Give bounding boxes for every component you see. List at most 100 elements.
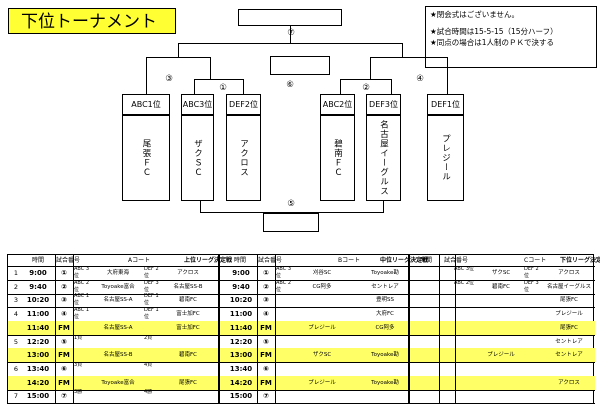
table-row: 尾張FC — [410, 320, 595, 336]
cell-pair2 — [524, 307, 542, 321]
cell-pair: 3勝 — [74, 389, 83, 396]
cell-t2: プレジール — [555, 311, 583, 318]
match-number: ⑦ — [287, 28, 295, 38]
cell-time: 11:00 — [229, 310, 253, 319]
cell-t2 — [362, 362, 408, 376]
cell-pair2 — [348, 307, 362, 321]
cell-time — [414, 389, 438, 403]
cell-pair2: DEF 1位 — [144, 293, 159, 307]
team-name: 碧南ＦＣ — [320, 115, 355, 201]
team-name: プレジール — [427, 115, 464, 201]
cell-t1: 刈谷SC — [312, 270, 332, 276]
cell-num: ④ — [61, 310, 67, 319]
cell-pair — [454, 348, 476, 362]
cell-t1 — [298, 389, 346, 403]
cell-t1 — [298, 335, 346, 349]
cell-pair2 — [524, 293, 542, 307]
cell-t1: プレジール — [308, 379, 336, 386]
cell-t2 — [362, 389, 408, 403]
bracket-line — [200, 201, 201, 213]
cell-t2: セントレア — [555, 338, 583, 345]
bracket-line — [194, 79, 244, 80]
cell-n: 3 — [13, 296, 19, 305]
note-line: ★閉会式はございません。 — [430, 10, 519, 19]
cell-n: 7 — [13, 392, 19, 401]
cell-pair — [276, 321, 296, 335]
cell-t1: Toyoake富合 — [101, 379, 135, 386]
header-cell: 時間 — [234, 257, 247, 264]
team-name: 尾張ＦＣ — [122, 115, 170, 201]
cell-t1: CG阿多 — [312, 283, 332, 290]
page-title: 下位トーナメント — [8, 8, 176, 34]
cell-pair2 — [348, 280, 362, 294]
cell-n — [10, 376, 22, 390]
cell-num: ① — [61, 269, 67, 277]
cell-num: ⑥ — [61, 364, 67, 373]
cell-t2 — [160, 335, 216, 349]
cell-t1: プレジール — [487, 352, 515, 359]
cell-num: ⑤ — [263, 337, 269, 346]
cell-time: 15:00 — [26, 392, 50, 401]
cell-t1 — [478, 362, 524, 376]
cell-t1: ザクSC — [312, 352, 332, 359]
bracket-line — [290, 26, 291, 43]
cell-t2: 尾張FC — [559, 297, 578, 304]
cell-num: FM — [58, 351, 70, 360]
cell-pair — [276, 348, 296, 362]
cell-num: ⑥ — [263, 364, 269, 373]
match-number: ② — [362, 83, 370, 93]
cell-pair — [74, 321, 94, 335]
cell-time — [414, 321, 438, 335]
match-number: ④ — [416, 74, 424, 84]
bracket-line — [370, 57, 448, 58]
cell-n: 2 — [13, 282, 19, 291]
bracket-line — [383, 201, 384, 213]
cell-num — [438, 389, 454, 403]
cell-pair: 1負 — [74, 334, 83, 341]
cell-time: 11:00 — [26, 310, 50, 319]
cell-pair2 — [524, 335, 542, 349]
header-cell: 時間 — [420, 257, 433, 264]
match-number: ⑤ — [287, 199, 295, 209]
cell-num: ④ — [263, 310, 269, 319]
cell-pair2 — [524, 376, 542, 390]
table-row: アクロス — [410, 375, 595, 391]
table-row: プレジールセントレア — [410, 348, 595, 364]
bracket-line — [243, 79, 244, 94]
cell-time: 12:20 — [229, 337, 253, 346]
cell-t2: 尾張FC — [178, 379, 197, 386]
header-cell: 試合番号 — [444, 257, 469, 264]
cell-pair: ABC 2位 — [74, 279, 90, 293]
cell-num — [438, 348, 454, 362]
bracket-line — [200, 212, 384, 213]
cell-pair2 — [144, 348, 160, 362]
cell-num: ⑦ — [263, 392, 269, 401]
column-rule — [55, 255, 56, 403]
cell-pair2: 2負 — [144, 334, 153, 341]
match-number: ① — [219, 83, 227, 93]
match-number: ⑥ — [286, 80, 294, 90]
bracket-line — [194, 79, 195, 94]
cell-n: 1 — [13, 269, 19, 277]
cell-pair: ABC 3位 — [74, 266, 90, 279]
bracket-line — [146, 57, 210, 58]
match-number: ③ — [165, 74, 173, 84]
cell-pair — [276, 362, 296, 376]
column-rule — [257, 255, 258, 403]
seed-label: ABC1位 — [122, 94, 170, 115]
notes-box: ★閉会式はございません。 ★試合時間は15-5-15（15分ハーフ） ★同点の場… — [425, 6, 597, 68]
cell-t1 — [478, 376, 524, 390]
cell-t1: 名古屋SS-A — [103, 297, 133, 304]
cell-time — [414, 376, 438, 390]
cell-time — [414, 362, 438, 376]
